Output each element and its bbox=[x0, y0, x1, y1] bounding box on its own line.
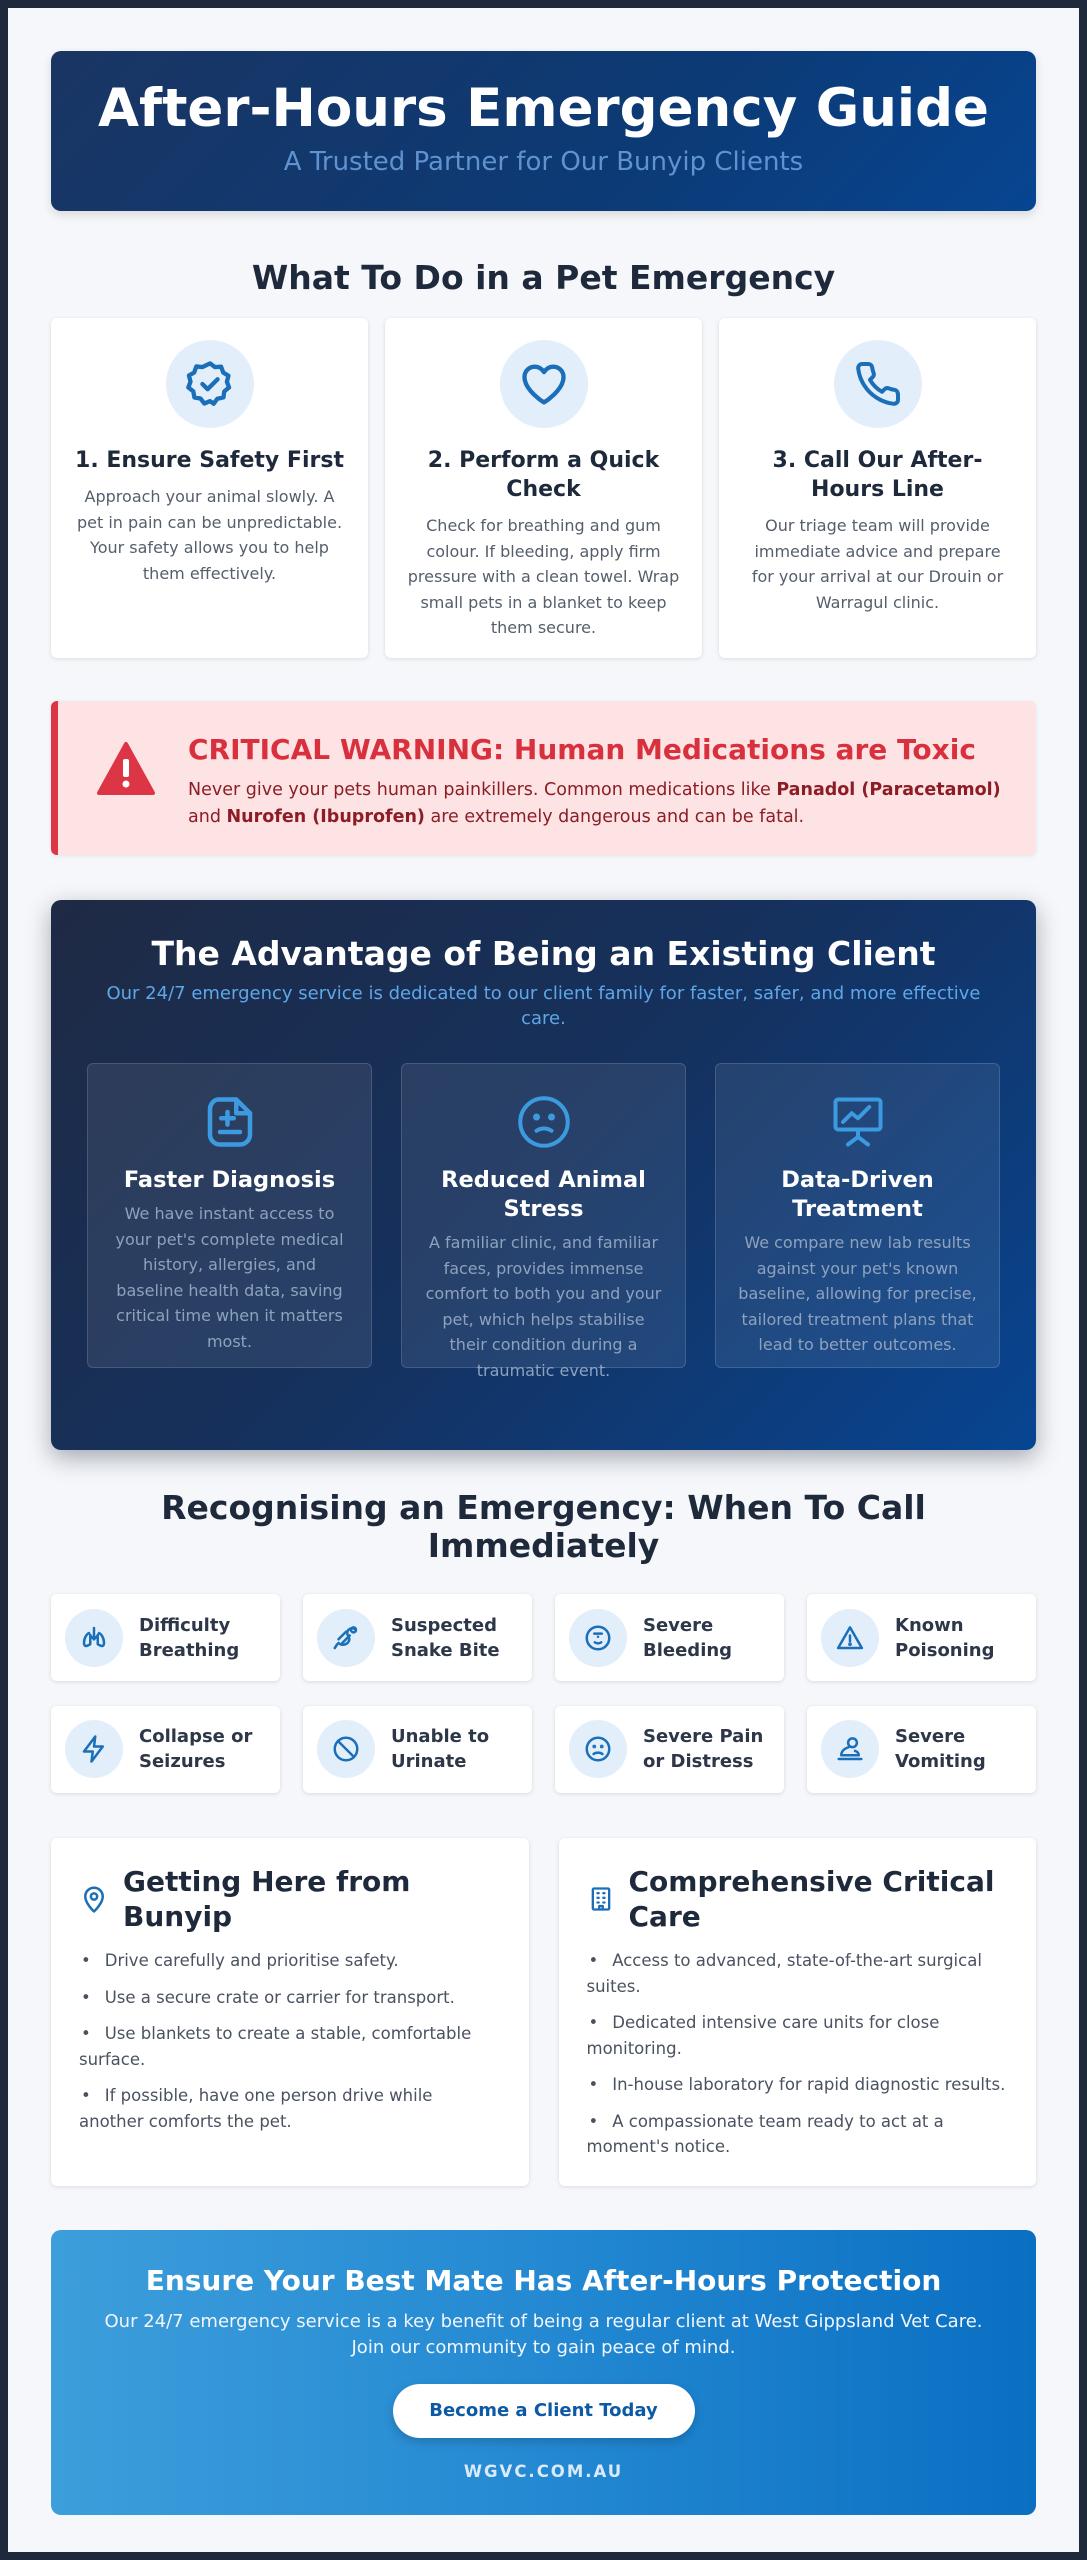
advantage-card-text: A familiar clinic, and familiar faces, p… bbox=[425, 1233, 662, 1380]
advantage-card-text: We compare new lab results against your … bbox=[738, 1233, 977, 1354]
emergency-signs-grid: Difficulty Breathing Suspected Snake Bit… bbox=[51, 1594, 1036, 1794]
medical-record-icon bbox=[200, 1092, 260, 1152]
sign-item: Collapse or Seizures bbox=[51, 1705, 280, 1793]
hospital-building-icon bbox=[587, 1884, 615, 1914]
advantage-card-title: Data-Driven Treatment bbox=[781, 1167, 934, 1222]
sign-item: Suspected Snake Bite bbox=[303, 1594, 532, 1681]
vomit-icon bbox=[821, 1720, 879, 1778]
step-card: 1. Ensure Safety First Approach your ani… bbox=[51, 318, 368, 658]
header-banner: After-Hours Emergency Guide A Trusted Pa… bbox=[51, 51, 1036, 211]
medication-name: Panadol (Paracetamol) bbox=[776, 780, 1001, 800]
list-item: Use blankets to create a stable, comfort… bbox=[79, 2021, 501, 2072]
list-item: Use a secure crate or carrier for transp… bbox=[79, 1985, 501, 2011]
getting-here-list: Drive carefully and prioritise safety. U… bbox=[79, 1948, 501, 2134]
sign-label: Known Poisoning bbox=[895, 1614, 995, 1661]
phone-icon bbox=[833, 340, 922, 428]
client-advantage-section: The Advantage of Being an Existing Clien… bbox=[51, 900, 1036, 1450]
page: After-Hours Emergency Guide A Trusted Pa… bbox=[8, 8, 1079, 2552]
step-title: 2. Perform a Quick Check bbox=[427, 448, 660, 502]
warning-text: Never give your pets human painkillers. … bbox=[188, 777, 1008, 831]
advantage-cards: Faster Diagnosis We have instant access … bbox=[87, 1063, 1000, 1380]
sign-label: Severe Vomiting bbox=[895, 1726, 986, 1772]
sign-item: Unable to Urinate bbox=[303, 1705, 532, 1793]
getting-here-title: Getting Here from Bunyip bbox=[123, 1865, 411, 1933]
advantage-card-title: Reduced Animal Stress bbox=[441, 1167, 646, 1222]
getting-here-card: Getting Here from Bunyip Drive carefully… bbox=[51, 1838, 529, 2186]
info-cards: Getting Here from Bunyip Drive carefully… bbox=[51, 1838, 1036, 2186]
lungs-icon bbox=[65, 1608, 123, 1667]
list-item: Drive carefully and prioritise safety. bbox=[79, 1948, 501, 1974]
steps-list: 1. Ensure Safety First Approach your ani… bbox=[51, 318, 1036, 658]
step-card: 3. Call Our After-Hours Line Our triage … bbox=[719, 318, 1036, 658]
sign-label: Unable to Urinate bbox=[391, 1726, 490, 1772]
advantage-card: Reduced Animal Stress A familiar clinic,… bbox=[401, 1063, 686, 1380]
step-card: 2. Perform a Quick Check Check for breat… bbox=[385, 318, 702, 658]
page-subtitle: A Trusted Partner for Our Bunyip Clients bbox=[283, 147, 804, 177]
step-text: Check for breathing and gum colour. If b… bbox=[407, 516, 680, 637]
ban-icon bbox=[317, 1720, 375, 1778]
sign-item: Severe Pain or Distress bbox=[555, 1705, 784, 1793]
chart-presentation-icon bbox=[828, 1092, 888, 1152]
sign-label: Suspected Snake Bite bbox=[391, 1614, 500, 1661]
sign-item: Severe Vomiting bbox=[807, 1705, 1036, 1793]
sign-label: Collapse or Seizures bbox=[139, 1726, 253, 1772]
snake-icon bbox=[317, 1608, 375, 1667]
step-title: 1. Ensure Safety First bbox=[75, 448, 344, 473]
signs-section-title: Recognising an Emergency: When To Call I… bbox=[161, 1488, 926, 1565]
website-link[interactable]: WGVC.COM.AU bbox=[463, 2462, 624, 2481]
location-pin-icon bbox=[79, 1884, 109, 1914]
list-item: If possible, have one person drive while… bbox=[79, 2083, 501, 2134]
become-client-button[interactable]: Become a Client Today bbox=[392, 2384, 695, 2438]
cta-section: Ensure Your Best Mate Has After-Hours Pr… bbox=[51, 2230, 1036, 2515]
advantage-card: Data-Driven Treatment We compare new lab… bbox=[715, 1063, 1000, 1368]
advantage-card-title: Faster Diagnosis bbox=[123, 1167, 336, 1193]
advantage-card-text: We have instant access to your pet's com… bbox=[115, 1204, 344, 1351]
list-item: Dedicated intensive care units for close… bbox=[587, 2010, 1009, 2061]
critical-care-card: Comprehensive Critical Care Access to ad… bbox=[558, 1838, 1036, 2186]
advantage-card: Faster Diagnosis We have instant access … bbox=[87, 1063, 372, 1368]
critical-care-title: Comprehensive Critical Care bbox=[628, 1865, 995, 1933]
page-title: After-Hours Emergency Guide bbox=[98, 78, 989, 139]
warning-text-part: are extremely dangerous and can be fatal… bbox=[424, 807, 805, 827]
step-text: Our triage team will provide immediate a… bbox=[751, 516, 1004, 612]
warning-triangle-icon bbox=[96, 741, 156, 797]
step-title: 3. Call Our After-Hours Line bbox=[772, 448, 983, 502]
toxic-medication-warning: CRITICAL WARNING: Human Medications are … bbox=[51, 701, 1036, 855]
sign-item: Difficulty Breathing bbox=[51, 1594, 280, 1681]
steps-section-title: What To Do in a Pet Emergency bbox=[251, 258, 836, 297]
list-item: In-house laboratory for rapid diagnostic… bbox=[587, 2072, 1009, 2098]
sign-label: Severe Pain or Distress bbox=[643, 1726, 764, 1772]
warning-title: CRITICAL WARNING: Human Medications are … bbox=[188, 733, 976, 766]
advantage-lead: Our 24/7 emergency service is dedicated … bbox=[106, 983, 981, 1029]
cta-text: Our 24/7 emergency service is a key bene… bbox=[104, 2311, 983, 2358]
bleeding-icon bbox=[569, 1608, 627, 1667]
advantage-title: The Advantage of Being an Existing Clien… bbox=[151, 934, 936, 973]
heart-icon bbox=[499, 340, 588, 428]
cta-title: Ensure Your Best Mate Has After-Hours Pr… bbox=[145, 2264, 942, 2297]
step-text: Approach your animal slowly. A pet in pa… bbox=[76, 487, 343, 583]
sad-face-icon bbox=[569, 1720, 627, 1778]
warning-text-part: Never give your pets human painkillers. … bbox=[188, 780, 777, 800]
sign-label: Severe Bleeding bbox=[643, 1614, 733, 1661]
warning-triangle-icon bbox=[821, 1608, 879, 1667]
lightning-icon bbox=[65, 1720, 123, 1778]
warning-text-part: and bbox=[188, 807, 227, 827]
sign-item: Known Poisoning bbox=[807, 1594, 1036, 1681]
sign-item: Severe Bleeding bbox=[555, 1594, 784, 1681]
critical-care-list: Access to advanced, state-of-the-art sur… bbox=[587, 1948, 1009, 2160]
list-item: Access to advanced, state-of-the-art sur… bbox=[587, 1948, 1009, 1999]
sign-label: Difficulty Breathing bbox=[139, 1614, 240, 1661]
list-item: A compassionate team ready to act at a m… bbox=[587, 2109, 1009, 2160]
calm-face-icon bbox=[514, 1092, 574, 1152]
shield-check-icon bbox=[165, 340, 254, 428]
medication-name: Nurofen (Ibuprofen) bbox=[226, 807, 425, 827]
